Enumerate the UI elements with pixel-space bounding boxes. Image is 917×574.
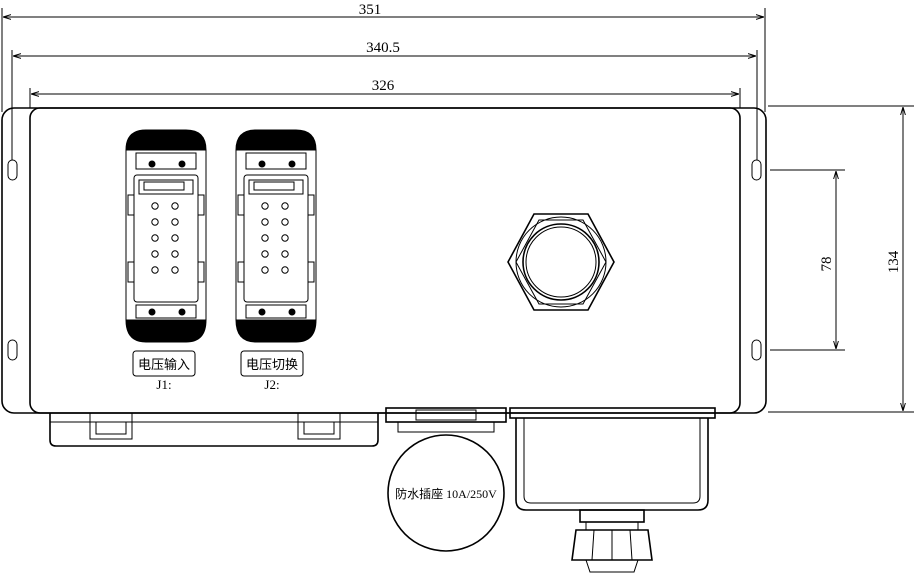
dimension-panel-width: 326 [29, 78, 741, 108]
dimension-vertical-hole-spacing: 78 [770, 169, 845, 351]
mount-slot-top-left [7, 159, 18, 181]
junction-box [509, 407, 716, 511]
dim-78-label: 78 [819, 257, 835, 272]
dim-326-label: 326 [372, 78, 395, 94]
j1-label-box [132, 350, 196, 377]
j2-id: J2: [264, 377, 279, 392]
j1-pins [151, 202, 179, 274]
dimension-overall-width: 351 [1, 2, 766, 112]
j2-label-box [240, 350, 304, 377]
bottom-cable-gland [571, 509, 653, 573]
connector-j1: 电压输入 J1: [125, 129, 207, 392]
j2-label: 电压切换 [246, 357, 298, 372]
waterproof-socket: 防水插座 10A/250V [385, 407, 507, 552]
dim-340-5-label: 340.5 [366, 40, 400, 56]
hinge-left [89, 412, 133, 440]
j2-pins [261, 202, 289, 274]
bottom-cover [49, 412, 379, 447]
mounting-plate [1, 107, 767, 414]
j1-id: J1: [156, 377, 171, 392]
cable-gland-hex [507, 213, 615, 311]
dim-351-label: 351 [359, 2, 382, 18]
hinge-right [297, 412, 341, 440]
mount-slot-bottom-right [751, 339, 762, 361]
j1-label: 电压输入 [138, 357, 190, 372]
dim-134-label: 134 [886, 250, 902, 273]
connector-j2: 电压切换 J2: [235, 129, 317, 392]
dimension-overall-height: 134 [768, 105, 914, 413]
mount-slot-top-right [751, 159, 762, 181]
mount-slot-bottom-left [7, 339, 18, 361]
socket-label: 防水插座 10A/250V [395, 486, 497, 501]
dimension-mount-hole-spacing: 340.5 [11, 40, 758, 160]
